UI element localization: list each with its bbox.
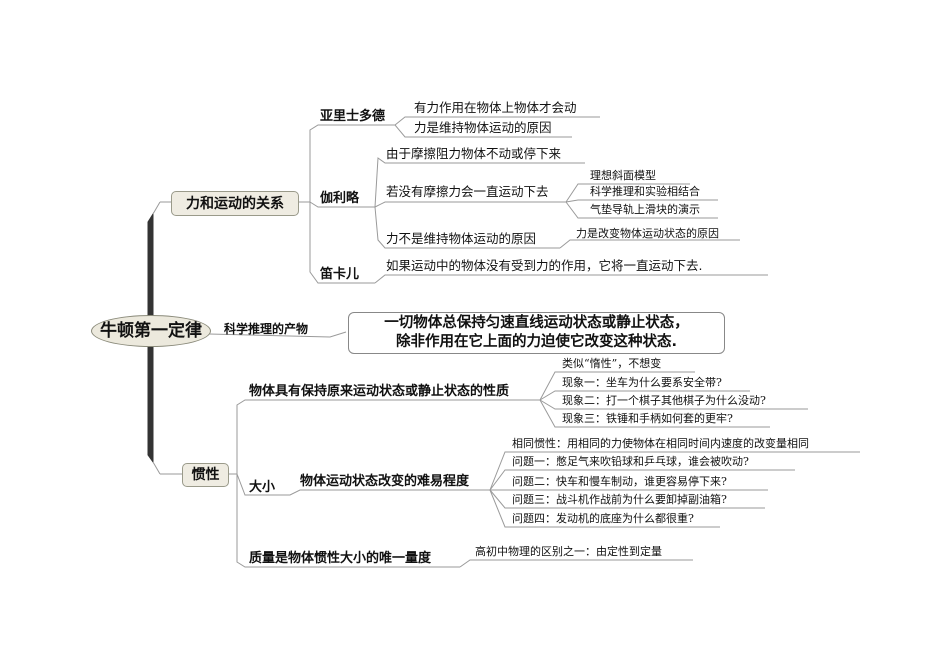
galileo-item-2[interactable]: 若没有摩擦力会一直运动下去	[386, 184, 549, 199]
property-item-3[interactable]: 现象二：打一个棋子其他棋子为什么没动?	[562, 394, 766, 407]
size-item-1[interactable]: 相同惯性：用相同的力使物体在相同时间内速度的改变量相同	[512, 437, 809, 450]
node-inertia-size[interactable]: 大小	[249, 480, 276, 495]
aristotle-item-2[interactable]: 力是维持物体运动的原因	[414, 120, 552, 135]
galileo-item-2-child-2[interactable]: 科学推理和实验相结合	[590, 185, 700, 198]
node-galileo[interactable]: 伽利略	[320, 191, 360, 206]
definition-line-2: 除非作用在它上面的力迫使它改变这种状态.	[395, 334, 677, 350]
galileo-item-2-child-1[interactable]: 理想斜面模型	[590, 169, 656, 182]
definition-box[interactable]: 一切物体总保持匀速直线运动状态或静止状态， 除非作用在它上面的力迫使它改变这种状…	[348, 312, 725, 354]
branch-force-and-motion[interactable]: 力和运动的关系	[171, 191, 299, 216]
galileo-item-1[interactable]: 由于摩擦阻力物体不动或停下来	[386, 146, 562, 161]
descartes-item-1[interactable]: 如果运动中的物体没有受到力的作用，它将一直运动下去.	[386, 258, 703, 273]
definition-line-1: 一切物体总保持匀速直线运动状态或静止状态，	[384, 315, 689, 331]
node-descartes[interactable]: 笛卡儿	[320, 267, 360, 282]
size-item-2[interactable]: 问题一：憋足气来吹铅球和乒乓球，谁会被吹动?	[512, 455, 749, 468]
galileo-item-3-child-1[interactable]: 力是改变物体运动状态的原因	[576, 227, 719, 240]
node-difficulty-of-change[interactable]: 物体运动状态改变的难易程度	[300, 474, 470, 489]
node-mass-measure[interactable]: 质量是物体惯性大小的唯一量度	[249, 551, 432, 566]
node-inertia-property[interactable]: 物体具有保持原来运动状态或静止状态的性质	[249, 384, 510, 399]
branch-inertia[interactable]: 惯性	[182, 463, 229, 487]
size-item-3[interactable]: 问题二：快车和慢车制动，谁更容易停下来?	[512, 475, 727, 488]
root-node[interactable]: 牛顿第一定律	[91, 315, 211, 347]
galileo-item-3[interactable]: 力不是维持物体运动的原因	[386, 231, 537, 246]
property-item-4[interactable]: 现象三：铁锤和手柄如何套的更牢?	[562, 412, 733, 425]
property-item-2[interactable]: 现象一：坐车为什么要系安全带?	[562, 376, 722, 389]
property-item-1[interactable]: 类似“惰性”，不想变	[562, 357, 662, 370]
size-item-5[interactable]: 问题四：发动机的底座为什么都很重?	[512, 512, 694, 525]
galileo-item-2-child-3[interactable]: 气垫导轨上滑块的演示	[590, 203, 700, 216]
size-item-4[interactable]: 问题三：战斗机作战前为什么要卸掉副油箱?	[512, 493, 727, 506]
node-aristotle[interactable]: 亚里士多德	[320, 109, 386, 124]
branch-scientific-reasoning[interactable]: 科学推理的产物	[224, 322, 309, 336]
mass-item-1[interactable]: 高初中物理的区别之一：由定性到定量	[475, 545, 662, 558]
aristotle-item-1[interactable]: 有力作用在物体上物体才会动	[414, 100, 577, 115]
